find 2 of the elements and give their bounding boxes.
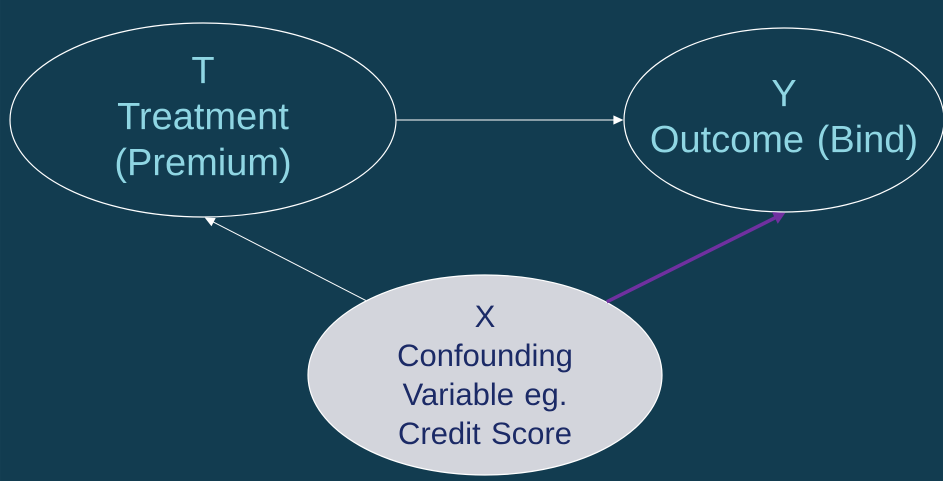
ellipse-node: T Treatment (Premium) xyxy=(9,22,397,218)
ellipse-node: X Confounding Variable eg. Credit Score xyxy=(307,274,663,476)
